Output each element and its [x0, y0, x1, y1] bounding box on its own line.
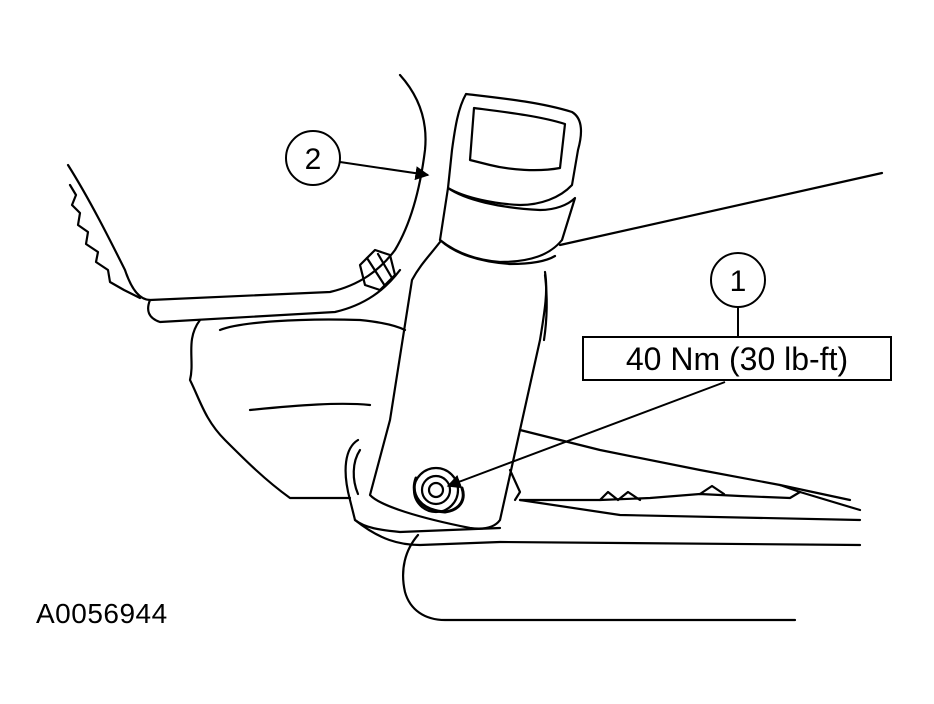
- buckle-head-lower-band: [438, 238, 557, 266]
- mounting-bolt-outer: [412, 466, 460, 514]
- bracket-slot: [352, 448, 362, 496]
- callout-2-label: 2: [305, 143, 322, 176]
- torque-spec-label: 40 Nm (30 lb-ft): [626, 341, 848, 377]
- buckle-slot: [468, 106, 567, 172]
- seat-track-front: [401, 533, 797, 622]
- gap-hatch-1: [365, 256, 387, 288]
- callout-1-label: 1: [730, 265, 747, 298]
- callout-2: 2: [285, 130, 430, 186]
- cushion-edge-line: [558, 171, 884, 247]
- callout-2-leader: [339, 161, 430, 181]
- seat-track-bracket: [344, 438, 502, 534]
- buckle-stalk-edge: [542, 273, 548, 342]
- bracket-slot-right: [508, 468, 522, 502]
- callout-2-circle: [285, 130, 341, 186]
- buckle-head-band: [438, 186, 577, 264]
- seat-track-rail-right: [518, 483, 862, 522]
- buckle-head-top: [446, 92, 583, 207]
- seat-cushion-gap: [358, 248, 397, 292]
- seat-side-lower: [248, 402, 372, 412]
- seat-side-inner: [218, 318, 407, 332]
- seat-track-rail-detail: [598, 484, 726, 502]
- bolt-washer-shadow: [412, 476, 465, 514]
- gap-hatch-2: [376, 252, 394, 280]
- seat-side-panel: [188, 318, 352, 500]
- torque-spec-box: [582, 336, 892, 381]
- seat-back-outline: [66, 73, 427, 302]
- buckle-stalk-body: [368, 240, 548, 530]
- seat-track-rail-top: [518, 428, 802, 502]
- seat-back-textured-edge: [68, 183, 142, 300]
- figure-id: A0056944: [36, 598, 168, 629]
- torque-spec-leader: [446, 381, 726, 489]
- seat-track-lower-rail: [353, 518, 862, 547]
- callout-1: 1 40 Nm (30 lb-ft): [446, 252, 892, 489]
- mounting-bolt-inner: [427, 481, 445, 499]
- mounting-bolt-mid: [420, 474, 452, 506]
